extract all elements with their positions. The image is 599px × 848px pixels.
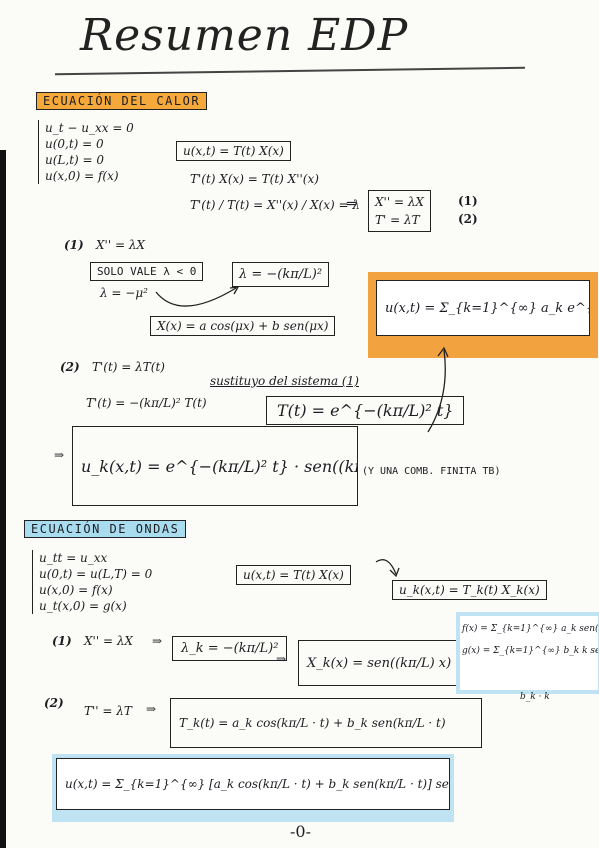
tag-2: (2) [458,212,478,226]
heat-separation: u(x,t) = T(t) X(x) [176,141,291,161]
wave-final-highlight: u(x,t) = Σ_{k=1}^{∞} [a_k cos(kπ/L · t) … [52,754,454,822]
heat-step1-label: (1) [64,238,84,252]
heat-ode2: T' = λT [375,213,420,227]
wave-system-line: u(x,0) = f(x) [39,583,113,597]
left-edge-shadow [0,150,6,848]
wave-series-highlight: f(x) = Σ_{k=1}^{∞} a_k sen(kπ/L · x) g(x… [456,612,599,694]
substituto-note: sustituyo del sistema (1) [210,374,359,388]
wave-system-line: u_t(x,0) = g(x) [39,599,127,613]
wave-uk: u_k(x,t) = T_k(t) X_k(x) [392,580,547,600]
heat-derivative: T'(t) X(x) = T(t) X''(x) [190,172,319,186]
heat-step2-eq: T'(t) = λT(t) [92,360,165,374]
uk-arrow: ⇒ [54,448,65,462]
page-title: Resumen EDP [80,10,409,61]
x-solution: X(x) = a cos(μx) + b sen(μx) [150,316,336,336]
g-series: g(x) = Σ_{k=1}^{∞} b_k k sen(kπ/L · x) [462,646,598,656]
wave-lambda: λ_k = −(kπ/L)² [172,636,288,661]
wave-system: u_tt = u_xx u(0,t) = u(L,T) = 0 u(x,0) =… [32,550,152,614]
t-prime: T'(t) = −(kπ/L)² T(t) [86,396,207,410]
only-valid-note: SOLO VALE λ < 0 [90,262,204,281]
curve-arrow-icon [155,286,240,307]
heat-ode1: X'' = λX [375,195,424,209]
heat-odes: X'' = λX T' = λT [368,190,431,232]
wave-step1-eq: X'' = λX [84,634,133,648]
tag-1: (1) [458,194,478,208]
wave-separation: u(x,t) = T(t) X(x) [236,565,351,585]
wave-system-line: u(0,t) = u(L,T) = 0 [39,567,153,581]
wave-implies-2: ⇒ [276,652,287,666]
lambda-mu: λ = −μ² [100,286,148,300]
heat-step2-label: (2) [60,360,80,374]
f-series: f(x) = Σ_{k=1}^{∞} a_k sen(kπ/L · x) [462,624,598,634]
heat-step1-eq: X'' = λX [96,238,145,252]
heat-final-highlight: u(x,t) = Σ_{k=1}^{∞} a_k e^{−(kπ/L)² t} … [368,272,598,358]
bk-note: b_k · k [520,692,550,702]
wave-final-solution: u(x,t) = Σ_{k=1}^{∞} [a_k cos(kπ/L · t) … [56,758,450,810]
wave-xk: X_k(x) = sen((kπ/L) x) [298,640,461,686]
heat-system-line: u_t − u_xx = 0 [45,121,134,135]
heat-ratio: T'(t) / T(t) = X''(x) / X(x) = λ [190,198,360,212]
wave-step1-label: (1) [52,634,72,648]
heat-system-line: u(x,0) = f(x) [45,169,119,183]
wave-tk: T_k(t) = a_k cos(kπ/L · t) + b_k sen(kπ/… [170,698,482,748]
heat-section-header: ECUACIÓN DEL CALOR [36,92,208,110]
lambda-value: λ = −(kπ/L)² [232,262,330,287]
wave-step2-eq: T'' = λT [84,704,132,718]
heat-ode-tags: (1) (2) [458,192,478,228]
heat-system-line: u(L,t) = 0 [45,153,105,167]
page-number: -0- [290,822,311,841]
wave-system-line: u_tt = u_xx [39,551,108,565]
wave-curve-arrow-icon [375,559,400,578]
wave-implies-1: ⇒ [152,634,163,648]
wave-section-header: ECUACIÓN DE ONDAS [24,520,187,538]
heat-final-solution: u(x,t) = Σ_{k=1}^{∞} a_k e^{−(kπ/L)² t} … [376,280,590,336]
heat-system: u_t − u_xx = 0 u(0,t) = 0 u(L,t) = 0 u(x… [38,120,134,184]
heat-system-line: u(0,t) = 0 [45,137,104,151]
wave-series-box: f(x) = Σ_{k=1}^{∞} a_k sen(kπ/L · x) g(x… [460,616,598,690]
wave-implies-3: ⇒ [146,702,157,716]
t-solution: T(t) = e^{−(kπ/L)² t} [266,396,465,425]
heat-uk-solution: u_k(x,t) = e^{−(kπ/L)² t} · sen((kπ/L) x… [72,426,358,506]
up-arrow-icon [427,346,449,433]
wave-step2-label: (2) [44,696,64,710]
implies-arrow: ⇒ [346,196,358,212]
title-underline [55,66,525,76]
comb-note: (Y UNA COMB. FINITA TB) [362,466,501,477]
